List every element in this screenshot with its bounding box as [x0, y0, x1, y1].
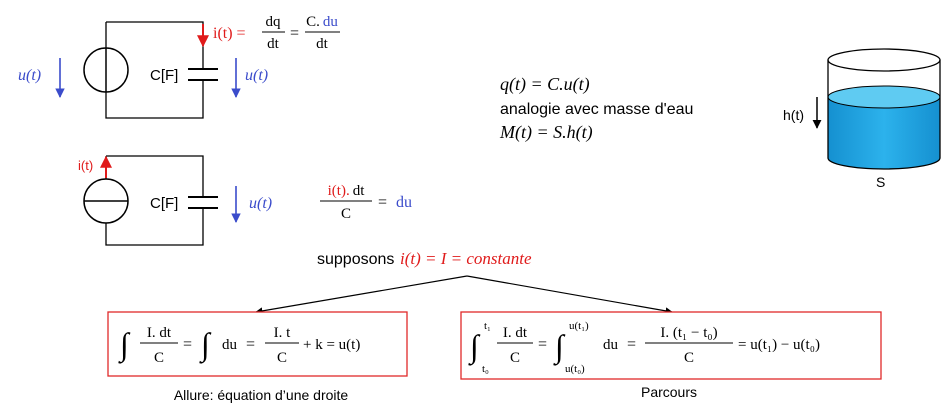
- left-tail: + k = u(t): [303, 337, 360, 353]
- charge-frac-denominator: C: [341, 206, 351, 222]
- right-integral-2-lower: u(t₀): [565, 363, 585, 375]
- charge-frac-numerator: i(t).dt: [328, 183, 366, 199]
- hypothesis-expression: i(t) = I = constante: [400, 249, 532, 268]
- integral-box-right: ∫ t₁ t₀ I. dt C = ∫ u(t₁) u(t₀) du = I. …: [460, 311, 882, 400]
- right-du: du: [603, 337, 619, 353]
- source-current-label: i(t): [78, 158, 93, 173]
- circuit-1: u(t) C[F] u(t) i(t) = dq dt = C.du dt: [18, 14, 340, 119]
- right-integral-upper: t₁: [484, 320, 491, 332]
- charge-equals: =: [378, 194, 387, 211]
- surface-label: S: [876, 174, 885, 190]
- hypothesis: supposons i(t) = I = constante: [317, 249, 532, 268]
- charge-equation: i(t).dt C = du: [320, 183, 412, 222]
- left-frac2-numerator: I. t: [274, 325, 291, 341]
- right-integral-lower: t₀: [482, 363, 489, 375]
- u-right-2-label: u(t): [249, 195, 272, 212]
- right-box-border: [460, 311, 882, 380]
- height-label: h(t): [783, 107, 804, 123]
- left-box-border: [107, 311, 408, 377]
- arrow-to-right-box: [466, 275, 673, 315]
- right-frac2-denominator: C: [684, 350, 694, 366]
- left-integral-sign: ∫: [118, 326, 131, 364]
- capacitor-label: C[F]: [150, 67, 178, 84]
- frac2-numerator: C.du: [306, 14, 338, 30]
- water-surface: [827, 85, 941, 109]
- analogy-line-3: M(t) = S.h(t): [499, 122, 593, 143]
- current-equation: i(t) = dq dt = C.du dt: [213, 14, 340, 52]
- right-integral-2-upper: u(t₁): [569, 320, 589, 332]
- right-equals-1: =: [538, 336, 547, 353]
- analogy-line-2: analogie avec masse d'eau: [500, 101, 693, 118]
- right-box-caption: Parcours: [641, 384, 697, 400]
- equals-sign: =: [290, 25, 299, 42]
- integral-box-left: ∫ I. dt C = ∫ du = I. t C + k = u(t) All…: [107, 311, 408, 403]
- circuit-2: i(t) C[F] u(t) i(t).dt C = du: [78, 155, 412, 246]
- right-tail: = u(t₁) − u(t₀): [738, 337, 820, 353]
- frac1-denominator: dt: [267, 36, 280, 52]
- charge-frac-numerator-i: i(t).: [328, 183, 350, 199]
- right-integral-sign: ∫: [468, 328, 481, 366]
- left-du: du: [222, 337, 238, 353]
- right-frac1-numerator: I. dt: [503, 325, 528, 341]
- analogy-block: q(t) = C.u(t) analogie avec masse d'eau …: [499, 74, 693, 143]
- current-label: i(t) =: [213, 25, 246, 42]
- capacitor-2-label: C[F]: [150, 195, 178, 212]
- charge-rhs: du: [396, 194, 412, 211]
- left-frac1-denominator: C: [154, 350, 164, 366]
- right-frac1-denominator: C: [510, 350, 520, 366]
- right-frac2-numerator: I. (t₁ − t₀): [660, 325, 717, 341]
- frac2-numerator-c: C.: [306, 14, 320, 30]
- left-equals-1: =: [183, 336, 192, 353]
- tank-bottom: [827, 157, 941, 170]
- right-integral-sign-2: ∫: [553, 328, 566, 366]
- tank-rim: [827, 48, 941, 72]
- u-right-label: u(t): [245, 67, 268, 84]
- left-integral-sign-2: ∫: [199, 326, 212, 364]
- arrow-to-left-box: [255, 275, 468, 315]
- analogy-line-1: q(t) = C.u(t): [500, 74, 590, 95]
- frac1-numerator: dq: [266, 14, 282, 30]
- left-frac2-denominator: C: [277, 350, 287, 366]
- water-tank: h(t) S: [783, 48, 941, 190]
- frac2-numerator-du: du: [323, 14, 339, 30]
- left-frac1-numerator: I. dt: [147, 325, 172, 341]
- frac2-denominator: dt: [316, 36, 329, 52]
- hypothesis-prefix: supposons: [317, 251, 394, 268]
- charge-frac-numerator-dt: dt: [353, 183, 366, 199]
- left-equals-2: =: [246, 336, 255, 353]
- water-body: [828, 97, 940, 169]
- u-left-label: u(t): [18, 67, 41, 84]
- left-box-caption: Allure: équation d’une droite: [174, 387, 349, 403]
- right-equals-2: =: [627, 336, 636, 353]
